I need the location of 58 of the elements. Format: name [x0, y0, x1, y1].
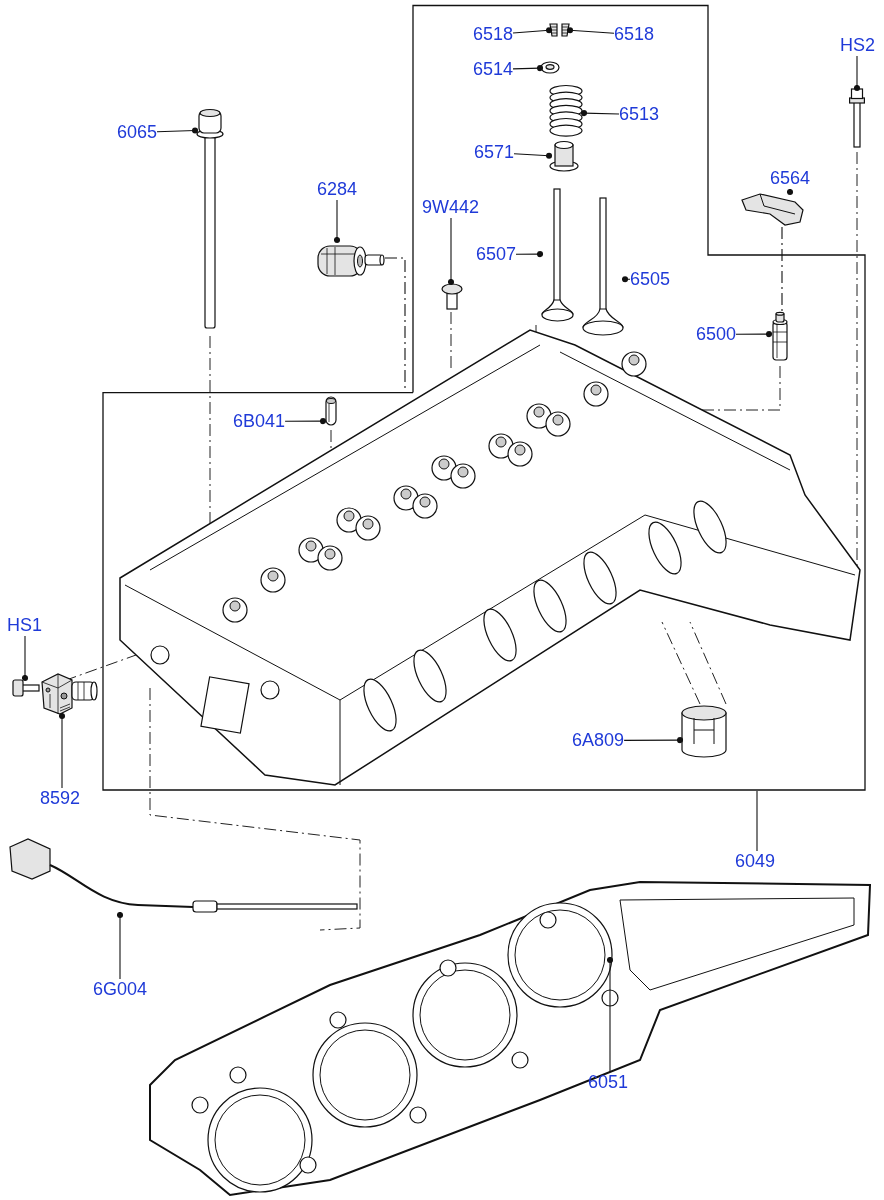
leader-line: [566, 27, 615, 34]
callout-number: HS2: [840, 35, 875, 56]
callout-number: 9W442: [422, 197, 480, 218]
callout-number: 6051: [588, 1072, 629, 1093]
callout-number: 6A809: [572, 730, 625, 751]
bolt-drawing: [849, 88, 865, 148]
leader-line: [623, 737, 684, 744]
leader-line: [447, 217, 455, 286]
callout-number: HS1: [7, 615, 42, 636]
leader-line: [116, 911, 124, 980]
callout-number: 6049: [735, 851, 776, 872]
leader-line: [621, 276, 631, 283]
callout-number: 6507: [476, 244, 517, 265]
leader-line: [786, 188, 794, 196]
valve-drawing: [581, 197, 625, 336]
callout-number: 6514: [473, 59, 514, 80]
leader-line: [606, 956, 614, 1073]
leader-line: [735, 331, 773, 338]
leader-line: [781, 226, 783, 313]
leader-line: [580, 110, 620, 117]
leader-line: [333, 199, 341, 244]
callout-number: 6505: [630, 269, 671, 290]
leader-line: [512, 65, 544, 72]
leader-line: [756, 790, 758, 852]
head-bolt-drawing: [195, 108, 225, 332]
callout-number: 6500: [696, 324, 737, 345]
callout-number: 6513: [619, 104, 660, 125]
callout-number: 6571: [474, 142, 515, 163]
bolt-drawing: [12, 678, 40, 698]
leader-line: [58, 712, 66, 789]
dowel-pin-drawing: [323, 395, 339, 427]
callout-number: 6B041: [233, 411, 286, 432]
bearing-drawing: [680, 704, 728, 760]
leader-line: [513, 152, 553, 159]
callout-number: 6284: [317, 179, 358, 200]
callout-number: 6065: [117, 122, 158, 143]
leader-line: [284, 418, 327, 425]
leader-line: [853, 55, 861, 92]
leader-line: [21, 635, 29, 682]
callout-number: 8592: [40, 788, 81, 809]
spring-retainer-drawing: [540, 61, 560, 74]
callout-number: 6G004: [93, 979, 148, 1000]
plug-drawing: [440, 282, 464, 310]
callout-number: 6518: [614, 24, 655, 45]
leader-line: [512, 27, 553, 34]
valve-spring-drawing: [548, 84, 584, 138]
valve-keeper-drawing: [561, 23, 570, 37]
callout-number: 6564: [770, 168, 811, 189]
bracket-outline: [102, 392, 866, 791]
rocker-arm-drawing: [740, 192, 805, 227]
head-gasket-drawing: [148, 880, 872, 1198]
valve-drawing: [540, 188, 575, 322]
valve-stem-seal-drawing: [549, 140, 579, 172]
callout-number: 6518: [473, 24, 514, 45]
lash-adjuster-drawing: [769, 312, 791, 362]
leader-line: [156, 127, 199, 134]
valve-keeper-drawing: [549, 23, 558, 37]
leader-line: [515, 251, 544, 258]
